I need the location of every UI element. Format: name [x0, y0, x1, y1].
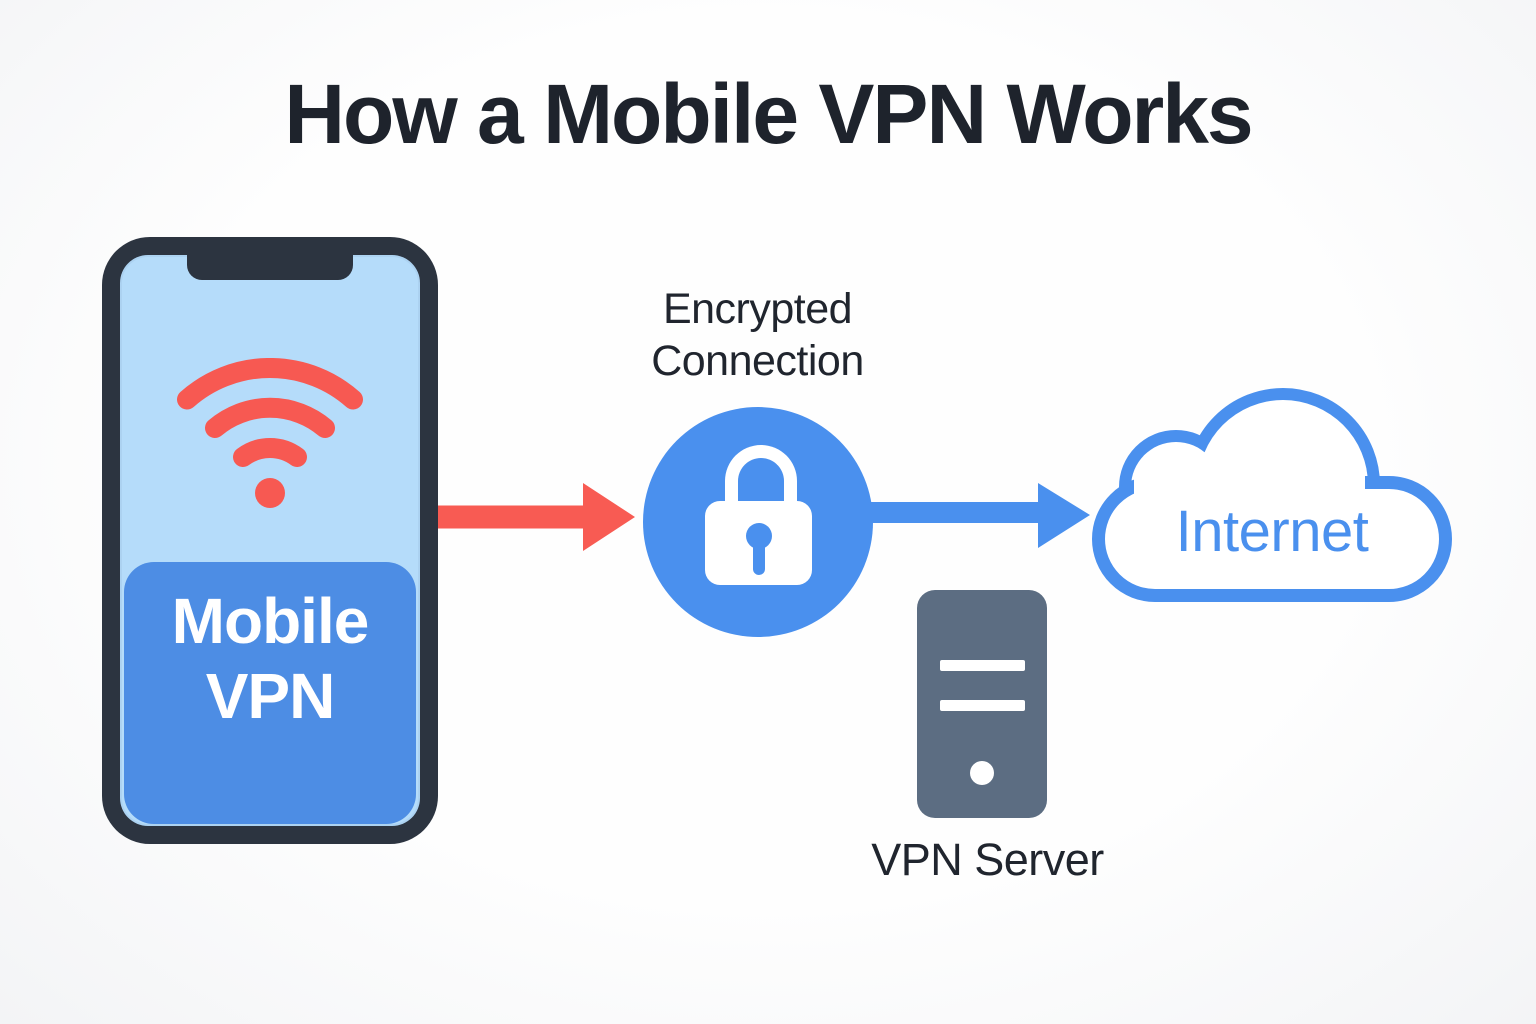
vpn-server-label: VPN Server	[871, 834, 1104, 885]
encrypted-connection-label: Encrypted Connection	[530, 283, 985, 387]
encryption-node	[643, 407, 873, 637]
lock-keyhole-stem	[753, 541, 765, 575]
phone-notch	[187, 255, 353, 280]
server-slot-2	[940, 700, 1025, 711]
page-title: How a Mobile VPN Works	[284, 67, 1253, 161]
internet-cloud: Internet	[1088, 388, 1456, 608]
encrypted-connection-line2: Connection	[651, 337, 864, 385]
phone-screen: Mobile VPN	[120, 255, 420, 826]
cloud-base	[1092, 476, 1452, 602]
blue-arrow-lock-to-internet	[868, 483, 1090, 548]
wifi-icon	[177, 358, 363, 508]
mobile-vpn-label-line2: VPN	[205, 660, 336, 732]
mobile-vpn-label: Mobile VPN	[124, 584, 416, 734]
mobile-vpn-label-line1: Mobile	[171, 585, 370, 657]
smartphone: Mobile VPN	[102, 237, 438, 844]
mobile-vpn-panel: Mobile VPN	[124, 562, 416, 824]
server-icon	[917, 590, 1047, 818]
server-slot-1	[940, 660, 1025, 671]
internet-label: Internet	[1175, 499, 1369, 564]
server-led	[970, 761, 994, 785]
lock-shackle	[725, 445, 797, 507]
red-arrow-phone-to-lock	[436, 483, 635, 551]
cloud-join-fill	[1134, 474, 1365, 494]
encrypted-connection-line1: Encrypted	[662, 285, 853, 333]
